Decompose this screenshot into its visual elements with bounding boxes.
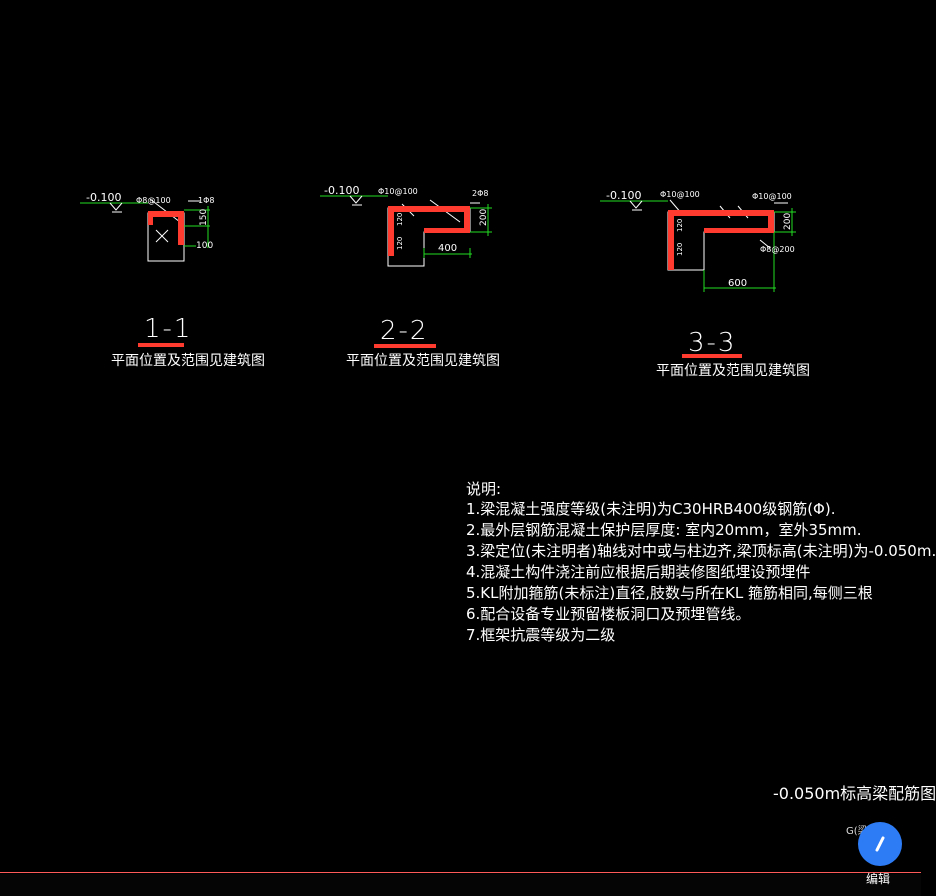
section-2-underline xyxy=(374,344,436,348)
section-2-rebar-top: Φ10@100 xyxy=(378,187,418,196)
section-3-inner-a: 120 xyxy=(676,219,684,232)
section-2-elev: -0.100 xyxy=(324,184,359,197)
note-item: 6.配合设备专业预留楼板洞口及预埋管线。 xyxy=(466,605,751,623)
section-2-beam xyxy=(388,206,470,256)
section-2-title: 2-2 xyxy=(380,316,429,346)
section-3-dim-height: 200 xyxy=(783,213,793,230)
section-2-dim-width: 400 xyxy=(438,243,457,254)
section-3-subtitle: 平面位置及范围见建筑图 xyxy=(656,363,810,379)
note-item: 7.框架抗震等级为二级 xyxy=(466,626,616,644)
section-1-rebar-side: 1Φ8 xyxy=(198,196,214,205)
edit-button[interactable] xyxy=(858,822,902,866)
section-3-beam xyxy=(668,210,774,270)
section-1-detail xyxy=(80,198,210,262)
section-2-inner-b: 120 xyxy=(396,237,404,250)
section-1-dim-height: 150 xyxy=(199,209,209,226)
bottom-toolbar xyxy=(0,874,921,896)
note-item: 5.KL附加箍筋(未标注)直径,肢数与所在KL 箍筋相同,每侧三根 xyxy=(466,584,873,602)
note-item: 3.梁定位(未注明者)轴线对中或与柱边齐,梁顶标高(未注明)为-0.050m. xyxy=(466,542,936,560)
section-3-title: 3-3 xyxy=(688,328,737,358)
section-2-dim-height: 200 xyxy=(479,209,489,226)
section-1-underline xyxy=(138,343,184,347)
note-item: 1.梁混凝土强度等级(未注明)为C30HRB400级钢筋(Φ). xyxy=(466,500,836,518)
section-1-subtitle: 平面位置及范围见建筑图 xyxy=(111,353,265,369)
section-1-title: 1-1 xyxy=(144,314,193,344)
section-3-inner-b: 120 xyxy=(676,243,684,256)
sheet-code: G(梁 xyxy=(846,826,868,837)
section-1-rebar-top: Φ8@100 xyxy=(136,196,171,205)
note-item: 2.最外层钢筋混凝土保护层厚度: 室内20mm，室外35mm. xyxy=(466,521,862,539)
section-2-rebar-side: 2Φ8 xyxy=(472,189,488,198)
section-3-elev: -0.100 xyxy=(606,189,641,202)
section-3-rebar-right: Φ10@100 xyxy=(752,192,792,201)
section-3-dim-width: 600 xyxy=(728,278,747,289)
section-3-rebar-top: Φ10@100 xyxy=(660,190,700,199)
pencil-icon xyxy=(875,836,885,852)
section-3-rebar-bottom: Φ8@200 xyxy=(760,245,795,254)
sheet-title: -0.050m标高梁配筋图 xyxy=(773,784,936,803)
section-3-underline xyxy=(682,354,742,358)
section-1-dim-bottom: 100 xyxy=(196,241,213,251)
notes-heading: 说明: xyxy=(466,480,502,498)
viewport-border xyxy=(0,872,921,873)
edit-button-label[interactable]: 编辑 xyxy=(866,872,891,886)
note-item: 4.混凝土构件浇注前应根据后期装修图纸埋设预埋件 xyxy=(466,563,811,581)
section-2-inner-a: 120 xyxy=(396,213,404,226)
section-1-beam xyxy=(148,211,184,245)
section-1-elev: -0.100 xyxy=(86,191,121,204)
design-notes: 说明: 1.梁混凝土强度等级(未注明)为C30HRB400级钢筋(Φ). 2.最… xyxy=(466,478,936,646)
section-2-subtitle: 平面位置及范围见建筑图 xyxy=(346,353,500,369)
